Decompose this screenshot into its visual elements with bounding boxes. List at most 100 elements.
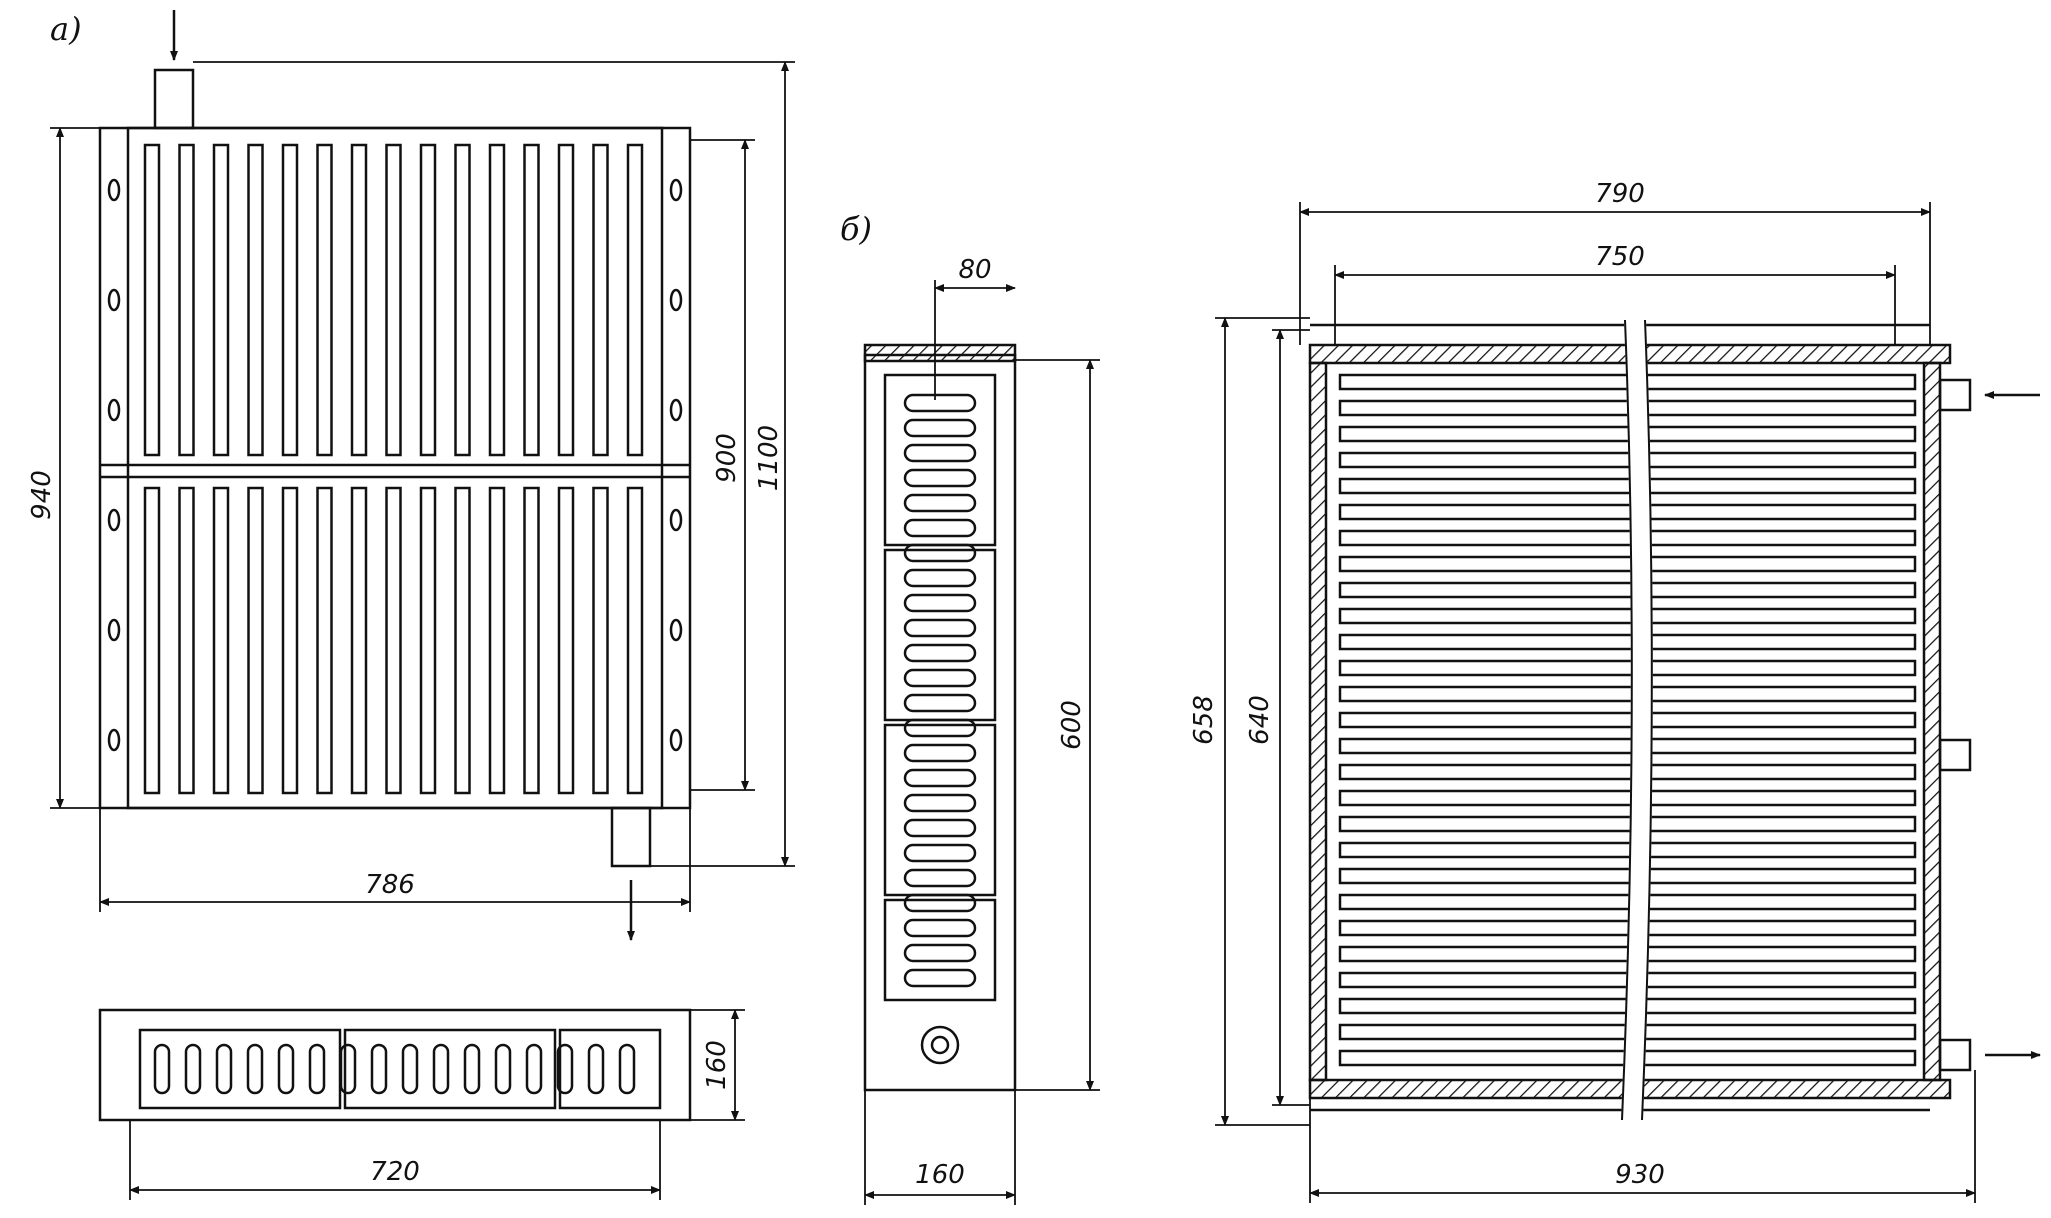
dim-750-label: 750 [1595,242,1645,272]
side-slot-b [903,518,977,538]
view-a-inner-frame [126,126,664,810]
side-slot [184,1043,202,1095]
tube-upper [523,143,540,457]
side-slot [463,1043,481,1095]
hole [107,178,121,202]
side-section-frame [98,1008,692,1122]
front-tube [1338,555,1917,573]
tube-upper [385,143,402,457]
side-slot [401,1043,419,1095]
front-break-left [1621,319,1633,1121]
hole [107,288,121,312]
tube-lower [247,486,264,795]
dim-900-label: 900 [712,433,742,483]
front-tube [1338,659,1917,677]
side-slot [339,1043,357,1095]
side-slot-b [903,693,977,713]
side-slot [556,1043,574,1095]
dim-160-side-label: 160 [702,1040,732,1090]
front-break-right [1641,319,1653,1121]
tube-lower [592,486,609,795]
front-tube [1338,477,1917,495]
tube-lower [350,486,368,795]
tube-lower [557,486,575,795]
tube-lower [212,486,230,795]
tube-upper [247,143,264,457]
view-b-label: б) [840,210,872,248]
side-slot-b [903,418,977,438]
view-a-mounting-holes [107,178,683,752]
dim-930-label: 930 [1615,1160,1665,1190]
tube-lower [316,486,333,795]
side-slot-b [903,843,977,863]
side-slot-b [903,468,977,488]
side-slot [246,1043,264,1095]
hole [107,508,121,532]
left-hatched-wall [1308,361,1328,1082]
tube-lower [419,486,437,795]
tube-upper [350,143,368,457]
view-b-side-slots [903,393,977,988]
tube-lower [454,486,471,795]
side-slot [277,1043,295,1095]
view-a-dimensions [50,61,795,912]
side-slot-b [903,668,977,688]
dim-658-label: 658 [1189,695,1219,745]
tube-upper [454,143,471,457]
front-tube [1338,633,1917,651]
front-tube [1338,451,1917,469]
hole [107,398,121,422]
tube-upper [281,143,299,457]
view-a-side-section [98,1008,745,1200]
tube-upper [143,143,161,457]
hole [669,178,683,202]
front-inlet-fitting [1938,378,1972,412]
front-tube [1338,867,1917,885]
side-slot-b [903,943,977,963]
side-slot-b [903,443,977,463]
side-slot [215,1043,233,1095]
view-a-frame [98,126,692,810]
side-slot [587,1043,605,1095]
tube-lower [143,486,161,795]
side-slot-b [903,918,977,938]
hole [669,728,683,752]
front-tube [1338,841,1917,859]
dim-940-label: 940 [27,470,57,520]
side-slot [525,1043,543,1095]
front-tube [1338,737,1917,755]
view-b-side-frame [863,353,1017,1092]
hole [669,618,683,642]
tube-upper [592,143,609,457]
side-slot-b [903,568,977,588]
front-tube [1338,607,1917,625]
tube-lower [626,486,644,795]
side-slot-b [903,893,977,913]
side-slot-b [903,768,977,788]
tube-upper [316,143,333,457]
view-a-label: a) [50,10,82,48]
hole [669,288,683,312]
view-b-bottom-fitting [920,1025,960,1065]
tube-lower [178,486,195,795]
view-b-front-section [1215,202,2041,1203]
hole [669,508,683,532]
tube-upper [488,143,506,457]
side-slot-b [903,493,977,513]
front-tube [1338,685,1917,703]
side-slot-b [903,818,977,838]
front-tube [1338,529,1917,547]
tube-lower [281,486,299,795]
front-outlet-fitting [1938,1038,1972,1072]
outlet-pipe [610,806,652,868]
hole [107,618,121,642]
tube-lower [523,486,540,795]
tube-upper [419,143,437,457]
dim-600-label: 600 [1057,700,1087,750]
side-slot-b [903,793,977,813]
dim-786-label: 786 [365,870,415,900]
dim-80-label: 80 [958,255,991,285]
front-tube [1338,711,1917,729]
front-tube [1338,425,1917,443]
dim-720-label: 720 [370,1157,420,1187]
